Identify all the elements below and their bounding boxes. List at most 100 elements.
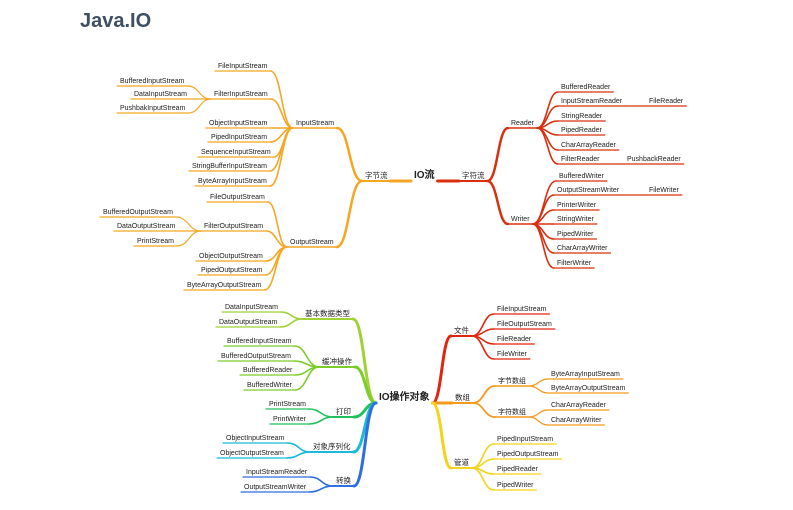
branch-line bbox=[528, 409, 549, 418]
branch-line bbox=[309, 476, 334, 487]
branch-line bbox=[536, 127, 559, 165]
node-diagram2-byte-array: 字节数组 bbox=[498, 376, 526, 385]
node-diagram2-byte-array-output-stream: ByteArrayOutputStream bbox=[551, 385, 625, 392]
node-diagram1-output-stream: OutputStream bbox=[290, 239, 334, 246]
node-diagram2-basic-types: 基本数据类型 bbox=[305, 308, 350, 318]
branch-line bbox=[471, 335, 495, 360]
branch-line bbox=[269, 127, 294, 187]
node-diagram2-print-writer: PrintWriter bbox=[273, 416, 307, 423]
mind-map-edges bbox=[99, 70, 687, 493]
node-diagram1-input-stream: InputStream bbox=[296, 120, 334, 127]
branch-line bbox=[528, 385, 549, 394]
node-diagram1-byte-array-input-stream: ByteArrayInputStream bbox=[198, 178, 267, 185]
branch-line bbox=[531, 223, 555, 269]
node-diagram1-root: IO流 bbox=[414, 168, 435, 181]
node-diagram2-print-stream: PrintStream bbox=[269, 401, 306, 408]
node-diagram1-file-writer: FileWriter bbox=[649, 187, 679, 194]
node-diagram1-buffered-reader: BufferedReader bbox=[561, 84, 611, 91]
node-diagram2-conversion: 转换 bbox=[336, 475, 351, 485]
node-diagram1-piped-reader: PipedReader bbox=[561, 127, 603, 134]
node-diagram1-data-output-stream: DataOutputStream bbox=[117, 223, 176, 230]
branch-line bbox=[293, 360, 320, 368]
branch-line bbox=[286, 442, 311, 453]
node-diagram1-string-writer: StringWriter bbox=[557, 216, 594, 223]
node-diagram1-byte-array-output-stream: ByteArrayOutputStream bbox=[187, 282, 261, 289]
branch-line bbox=[528, 416, 549, 426]
node-diagram1-reader: Reader bbox=[511, 120, 535, 127]
node-diagram2-file-writer: FileWriter bbox=[497, 351, 527, 358]
branch-line bbox=[308, 485, 334, 493]
branch-line bbox=[431, 401, 453, 470]
node-diagram1-object-output-stream: ObjectOutputStream bbox=[199, 253, 263, 260]
node-diagram1-piped-input-stream: PipedInputStream bbox=[211, 134, 267, 141]
node-diagram1-string-reader: StringReader bbox=[561, 113, 603, 120]
node-diagram1-filter-output-stream: FilterOutputStream bbox=[204, 223, 263, 230]
node-diagram2-char-array-reader: CharArrayReader bbox=[551, 402, 607, 409]
node-diagram2-object-input-stream: ObjectInputStream bbox=[226, 435, 285, 442]
branch-line bbox=[187, 98, 212, 114]
node-diagram2-file-output-stream: FileOutputStream bbox=[497, 321, 552, 328]
node-diagram2-data-output-stream: DataOutputStream bbox=[219, 319, 278, 326]
node-diagram1-filter-reader: FilterReader bbox=[561, 156, 600, 163]
node-diagram1-file-input-stream: FileInputStream bbox=[218, 63, 268, 70]
node-diagram2-buffered-writer: BufferedWriter bbox=[247, 382, 293, 389]
node-diagram2-char-array-writer: CharArrayWriter bbox=[551, 417, 602, 424]
node-diagram1-sequence-input-stream: SequenceInputStream bbox=[201, 149, 271, 156]
node-diagram1-buffered-input-stream: BufferedInputStream bbox=[120, 78, 185, 85]
node-diagram1-object-input-stream: ObjectInputStream bbox=[209, 120, 268, 127]
branch-line bbox=[536, 91, 559, 129]
branch-line bbox=[431, 334, 453, 405]
branch-line bbox=[294, 366, 320, 391]
node-diagram2-print: 打印 bbox=[336, 406, 351, 416]
node-diagram2-data-input-stream: DataInputStream bbox=[225, 304, 278, 311]
node-diagram2-file-reader: FileReader bbox=[497, 336, 532, 343]
node-diagram1-input-stream-reader: InputStreamReader bbox=[561, 98, 623, 105]
branch-line bbox=[471, 467, 495, 491]
branch-line bbox=[186, 85, 212, 100]
node-diagram2-byte-array-input-stream: ByteArrayInputStream bbox=[551, 371, 620, 378]
branch-line bbox=[280, 311, 303, 320]
branch-line bbox=[531, 194, 555, 225]
branch-line bbox=[351, 317, 378, 405]
node-diagram1-char-array-reader: CharArrayReader bbox=[561, 142, 617, 149]
branch-line bbox=[176, 230, 202, 247]
node-diagram2-file: 文件 bbox=[454, 325, 469, 335]
node-diagram2-buffered-reader: BufferedReader bbox=[243, 367, 293, 374]
branch-line bbox=[352, 401, 378, 488]
node-diagram2-piped-output-stream: PipedOutputStream bbox=[497, 451, 559, 458]
node-diagram1-pushback-reader: PushbackReader bbox=[627, 156, 681, 163]
node-diagram2-piped-input-stream: PipedInputStream bbox=[497, 436, 553, 443]
node-diagram1-file-reader: FileReader bbox=[649, 98, 684, 105]
node-diagram2-array: 数组 bbox=[455, 392, 470, 402]
node-diagram1-char-array-writer: CharArrayWriter bbox=[557, 245, 608, 252]
node-diagram1-pushback-input-stream: PushbakInputStream bbox=[120, 105, 186, 112]
branch-line bbox=[286, 451, 311, 459]
branch-line bbox=[308, 408, 334, 418]
node-diagram2-file-input-stream: FileInputStream bbox=[497, 306, 547, 313]
branch-line bbox=[471, 328, 495, 337]
node-diagram1-writer: Writer bbox=[511, 216, 530, 223]
node-diagram1-byte-stream: 字节流 bbox=[365, 170, 388, 180]
node-diagram2-piped-writer: PipedWriter bbox=[497, 482, 534, 489]
node-diagram1-char-stream: 字符流 bbox=[462, 170, 485, 180]
branch-line bbox=[486, 126, 510, 183]
node-diagram2-pipe: 管道 bbox=[454, 457, 469, 467]
node-diagram1-print-stream: PrintStream bbox=[137, 238, 174, 245]
node-diagram1-piped-output-stream: PipedOutputStream bbox=[201, 267, 263, 274]
mind-map-labels: IO流字节流InputStreamOutputStreamFileInputSt… bbox=[103, 63, 684, 491]
node-diagram2-input-stream-reader: InputStreamReader bbox=[246, 469, 308, 476]
node-diagram2-piped-reader: PipedReader bbox=[497, 466, 539, 473]
branch-line bbox=[528, 378, 549, 387]
node-diagram1-piped-writer: PipedWriter bbox=[557, 231, 594, 238]
node-diagram1-filter-writer: FilterWriter bbox=[557, 260, 592, 267]
node-diagram2-object-output-stream: ObjectOutputStream bbox=[220, 450, 284, 457]
branch-line bbox=[175, 216, 202, 232]
branch-line bbox=[308, 416, 334, 425]
node-diagram1-data-input-stream: DataInputStream bbox=[134, 91, 187, 98]
branch-line bbox=[279, 318, 303, 328]
node-diagram2-char-array: 字符数组 bbox=[498, 407, 526, 416]
node-diagram2-buffered-output-stream: BufferedOutputStream bbox=[221, 353, 291, 360]
node-diagram1-filter-input-stream: FilterInputStream bbox=[214, 91, 268, 98]
node-diagram1-buffered-writer: BufferedWriter bbox=[559, 173, 605, 180]
branch-line bbox=[267, 201, 288, 248]
